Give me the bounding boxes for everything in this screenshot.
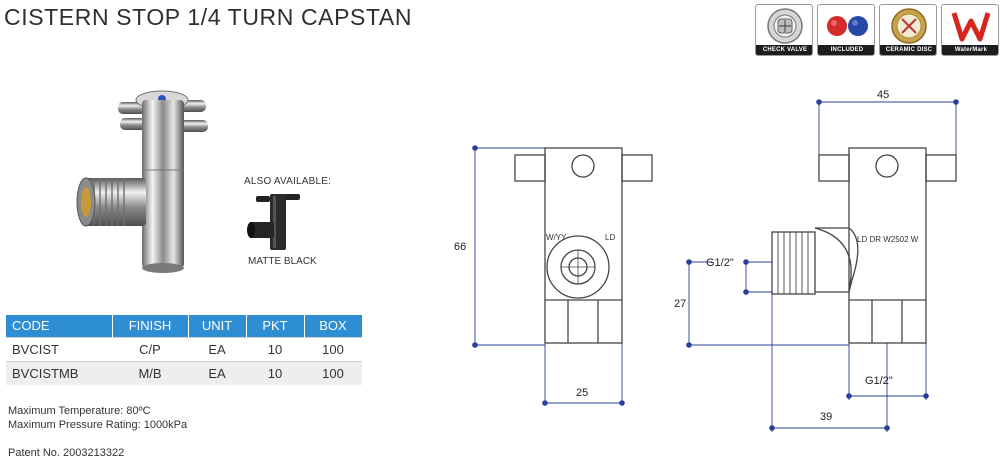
dim-width-front-label: 25 xyxy=(576,387,588,399)
header-pkt: PKT xyxy=(246,315,305,337)
max-temperature: Maximum Temperature: 80ºC xyxy=(8,405,151,417)
cell-unit: EA xyxy=(188,360,246,385)
badge-ceramic-disc: CERAMIC DISC xyxy=(879,4,937,56)
cell-code: BVCISTMB xyxy=(6,360,112,385)
cell-box: 100 xyxy=(304,336,362,361)
badge-watermark: WaterMark xyxy=(941,4,999,56)
cell-unit: EA xyxy=(188,336,246,361)
side-engraving: LD DR W2502 W xyxy=(857,235,919,244)
dim-height-label: 66 xyxy=(454,241,466,253)
patent-number: Patent No. 2003213322 xyxy=(8,447,125,459)
dim-thread-outlet-label: G1/2" xyxy=(865,375,893,387)
max-pressure: Maximum Pressure Rating: 1000kPa xyxy=(8,419,188,431)
cell-box: 100 xyxy=(304,360,362,385)
front-engraving-left: W/YY xyxy=(546,233,567,242)
header-box: BOX xyxy=(304,315,363,337)
table-header-row: CODE FINISH UNIT PKT BOX xyxy=(6,315,363,337)
technical-drawing: W/YY LD LD DR W2502 W xyxy=(454,89,959,432)
ceramic-disc-icon xyxy=(891,8,927,44)
badge-caption: CHECK VALVE xyxy=(756,45,812,55)
front-engraving-right: LD xyxy=(605,233,615,242)
table-row: BVCIST C/P EA 10 100 xyxy=(6,336,362,361)
header-unit: UNIT xyxy=(188,315,247,337)
table-row: BVCISTMB M/B EA 10 100 xyxy=(6,360,362,385)
product-table: CODE FINISH UNIT PKT BOX BVCIST C/P EA 1… xyxy=(6,315,363,385)
spec-notes: Maximum Temperature: 80ºC Maximum Pressu… xyxy=(8,404,187,432)
dim-width-top-label: 45 xyxy=(877,89,889,101)
hot-cold-discs-icon xyxy=(827,16,868,36)
header-finish: FINISH xyxy=(112,315,189,337)
badge-included: INCLUDED xyxy=(817,4,875,56)
dim-inlet-height-label: 27 xyxy=(674,298,686,310)
matte-black-product-image xyxy=(247,194,300,250)
cell-finish: C/P xyxy=(112,336,188,361)
feature-badges: CHECK VALVE INCLUDED CERAMIC DISC WaterM… xyxy=(755,4,999,56)
badge-caption: CERAMIC DISC xyxy=(880,45,936,55)
also-available-label: ALSO AVAILABLE: xyxy=(244,176,332,187)
badge-caption: WaterMark xyxy=(942,45,998,55)
check-valve-icon xyxy=(767,8,803,44)
product-image xyxy=(76,90,208,273)
page-title: CISTERN STOP 1/4 TURN CAPSTAN xyxy=(4,4,413,30)
cell-pkt: 10 xyxy=(246,336,304,361)
matte-black-label: MATTE BLACK xyxy=(248,256,317,267)
badge-check-valve: CHECK VALVE xyxy=(755,4,813,56)
cell-code: BVCIST xyxy=(6,336,112,361)
watermark-logo-icon xyxy=(951,12,991,42)
header-code: CODE xyxy=(6,315,113,337)
badge-caption: INCLUDED xyxy=(818,45,874,55)
cell-pkt: 10 xyxy=(246,360,304,385)
dim-offset-label: 39 xyxy=(820,411,832,423)
cell-finish: M/B xyxy=(112,360,188,385)
dim-thread-inlet-label: G1/2" xyxy=(706,257,734,269)
